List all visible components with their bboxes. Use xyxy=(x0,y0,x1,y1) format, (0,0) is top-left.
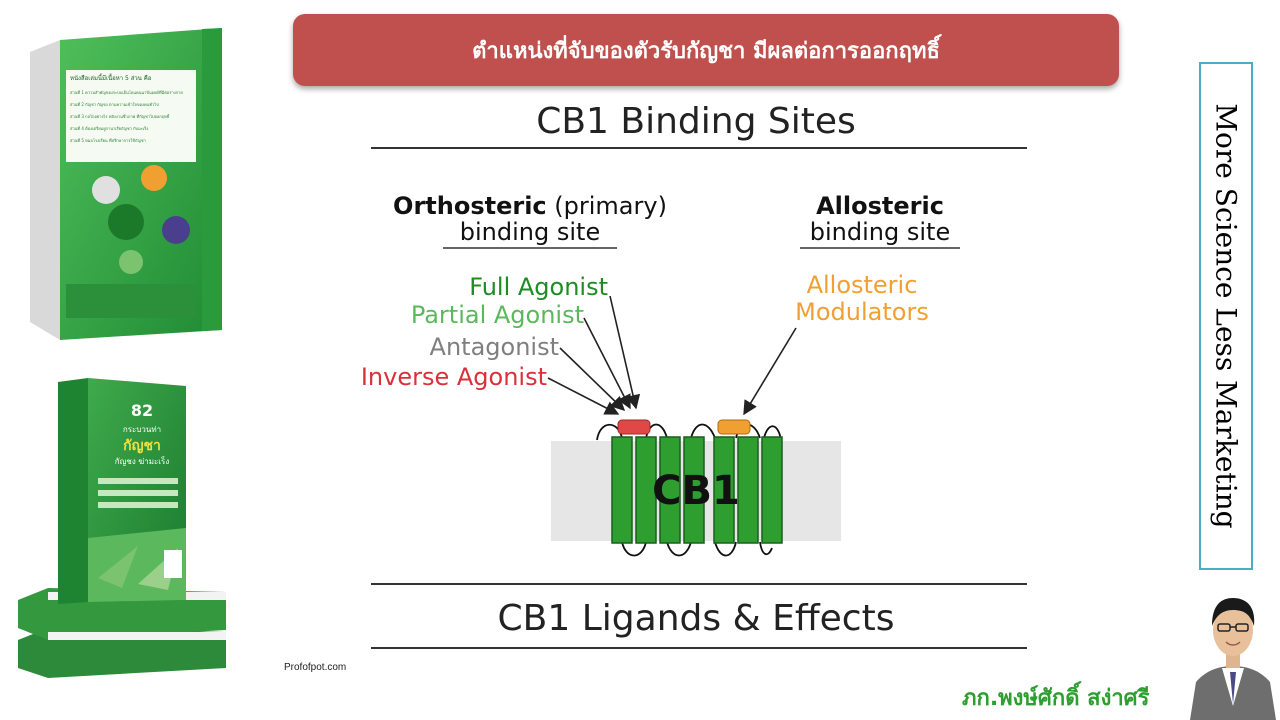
arrow-full-agonist xyxy=(609,295,641,410)
arrow-partial-agonist xyxy=(583,317,631,410)
author-name: ภก.พงษ์ศักดิ์ สง่าศรี xyxy=(962,686,1150,711)
book-stack-bottom: 82 กระบวนท่า กัญชา กัญชง ฆ่ามะเร็ง xyxy=(18,378,226,678)
arrow-antagonist xyxy=(559,347,626,412)
allosteric-site xyxy=(717,419,751,435)
receptor-label: CB1 xyxy=(652,468,740,514)
orthosteric-bold: Orthosteric xyxy=(393,192,547,220)
title-text: ตำแหน่งที่จับของตัวรับกัญชา มีผลต่อการออ… xyxy=(472,38,940,64)
extracellular-loops xyxy=(596,423,782,441)
helix-1 xyxy=(611,436,633,544)
ligand-antagonist: Antagonist xyxy=(430,333,559,361)
ligand-full-agonist: Full Agonist xyxy=(469,273,608,301)
book-bottom-line3: กัญชง ฆ่ามะเร็ง xyxy=(115,456,170,466)
orthosteric-title: Orthosteric (primary) xyxy=(393,192,667,220)
orthosteric-primary: (primary) xyxy=(547,192,667,220)
book-cover-top: หนังสือเล่มนี้มีเนื้อหา 5 ส่วน คือ ส่วนท… xyxy=(30,28,222,340)
intracellular-loops xyxy=(621,541,773,557)
heading-ligands-effects: CB1 Ligands & Effects xyxy=(498,598,895,639)
book-top-section: ส่วนที่ 3 กลไกอย่างไร พลังงานชีวภาพ ที่ก… xyxy=(70,113,170,119)
book-bottom-number: 82 xyxy=(131,401,153,420)
helix-6 xyxy=(737,436,759,544)
book-top-section: ส่วนที่ 2 กัญชา กัญชง ตามความเข้าใจของคน… xyxy=(70,102,159,107)
helix-2 xyxy=(635,436,657,544)
book-bottom-line1: กระบวนท่า xyxy=(123,425,161,434)
book-top-section: ส่วนที่ 4 ต้องเตรียมยูกานาเรียกัญชา กับม… xyxy=(70,125,148,132)
helix-4 xyxy=(683,436,705,544)
book-top-section: ส่วนที่ 5 หมอโรงเรียน ที่ปรึกษาการใช้กัญ… xyxy=(70,138,146,143)
orthosteric-subtitle: binding site xyxy=(460,218,600,246)
orthosteric-site xyxy=(617,419,651,435)
modulators-line2: Modulators xyxy=(795,298,929,326)
author-avatar xyxy=(1186,586,1280,720)
helix-3 xyxy=(659,436,681,544)
vertical-slogan: More Science Less Marketing xyxy=(1209,103,1243,529)
arrow-inverse-agonist xyxy=(547,377,620,415)
source-credit: Profofpot.com xyxy=(284,662,347,673)
helix-5 xyxy=(713,436,735,544)
ligand-inverse-agonist: Inverse Agonist xyxy=(361,363,547,391)
vertical-slogan-box: More Science Less Marketing xyxy=(1199,62,1253,570)
book-top-heading: หนังสือเล่มนี้มีเนื้อหา 5 ส่วน คือ xyxy=(70,72,152,82)
ligand-partial-agonist: Partial Agonist xyxy=(411,301,584,329)
modulators-line1: Allosteric xyxy=(807,271,918,299)
allosteric-title: Allosteric xyxy=(816,192,944,220)
title-banner: ตำแหน่งที่จับของตัวรับกัญชา มีผลต่อการออ… xyxy=(293,14,1119,86)
book-bottom-line2: กัญชา xyxy=(123,438,161,454)
allosteric-subtitle: binding site xyxy=(810,218,950,246)
arrow-allosteric-modulators xyxy=(743,327,797,416)
heading-binding-sites: CB1 Binding Sites xyxy=(536,101,856,142)
helix-7 xyxy=(761,436,783,544)
book-top-section: ส่วนที่ 1 ความสำคัญของระบบเอ็นโดแคนนาบิน… xyxy=(70,89,183,95)
